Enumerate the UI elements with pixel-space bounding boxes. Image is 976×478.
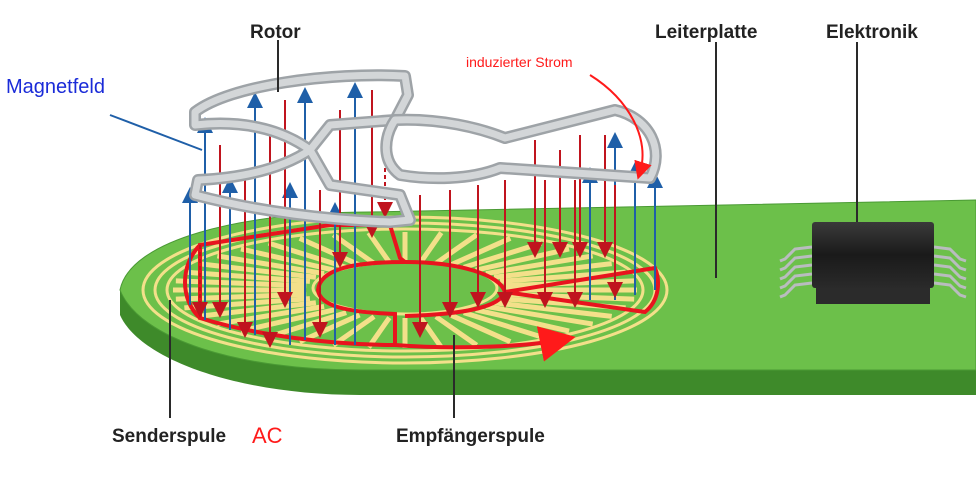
induced-current-arrow xyxy=(589,74,652,180)
coil-spoke xyxy=(298,312,361,344)
coil-spoke xyxy=(493,300,613,319)
rotor xyxy=(189,69,662,228)
transmitter-coil-label: Senderspule xyxy=(112,426,226,447)
coil-spoke xyxy=(267,310,347,340)
coil-spoke xyxy=(418,231,444,264)
chip-pin xyxy=(933,272,967,290)
chip-pin xyxy=(779,281,813,299)
leader-lines xyxy=(169,40,858,418)
coil-spoke xyxy=(499,269,626,284)
coil-spoke xyxy=(434,232,479,266)
chip-pin xyxy=(933,245,967,263)
electronics-label: Elektronik xyxy=(826,22,918,43)
magnetic-field-arrows xyxy=(182,82,663,348)
magnetic-field-leader xyxy=(109,114,203,151)
chip-pin xyxy=(779,254,813,272)
ac-label: AC xyxy=(252,423,283,448)
coil-spoke xyxy=(366,316,392,349)
chip-pin xyxy=(779,245,813,263)
coil-spoke xyxy=(331,314,376,348)
rotor-label: Rotor xyxy=(250,22,301,43)
induced-current-label: induzierter Strom xyxy=(466,54,573,70)
coil-spoke xyxy=(240,246,335,273)
coil-spoke xyxy=(240,307,335,334)
chip-pin xyxy=(779,263,813,281)
coil-spoke xyxy=(449,236,512,268)
chip-pin xyxy=(933,281,967,299)
coil-spoke xyxy=(493,261,613,280)
coil-spoke xyxy=(463,310,543,340)
coil-spoke xyxy=(449,312,512,344)
chip-pin xyxy=(933,263,967,281)
electronics-chip xyxy=(779,222,967,304)
coil-spoke xyxy=(298,236,361,268)
chip-pin xyxy=(933,254,967,272)
coil-spoke xyxy=(485,303,594,327)
coil-spoke xyxy=(197,261,317,280)
receiver-coil-label: Empfängerspule xyxy=(396,426,545,447)
magnetic-field-label: Magnetfeld xyxy=(6,76,105,98)
coil-spoke xyxy=(434,314,479,348)
pcb-label: Leiterplatte xyxy=(655,22,757,43)
chip-pin xyxy=(779,272,813,290)
